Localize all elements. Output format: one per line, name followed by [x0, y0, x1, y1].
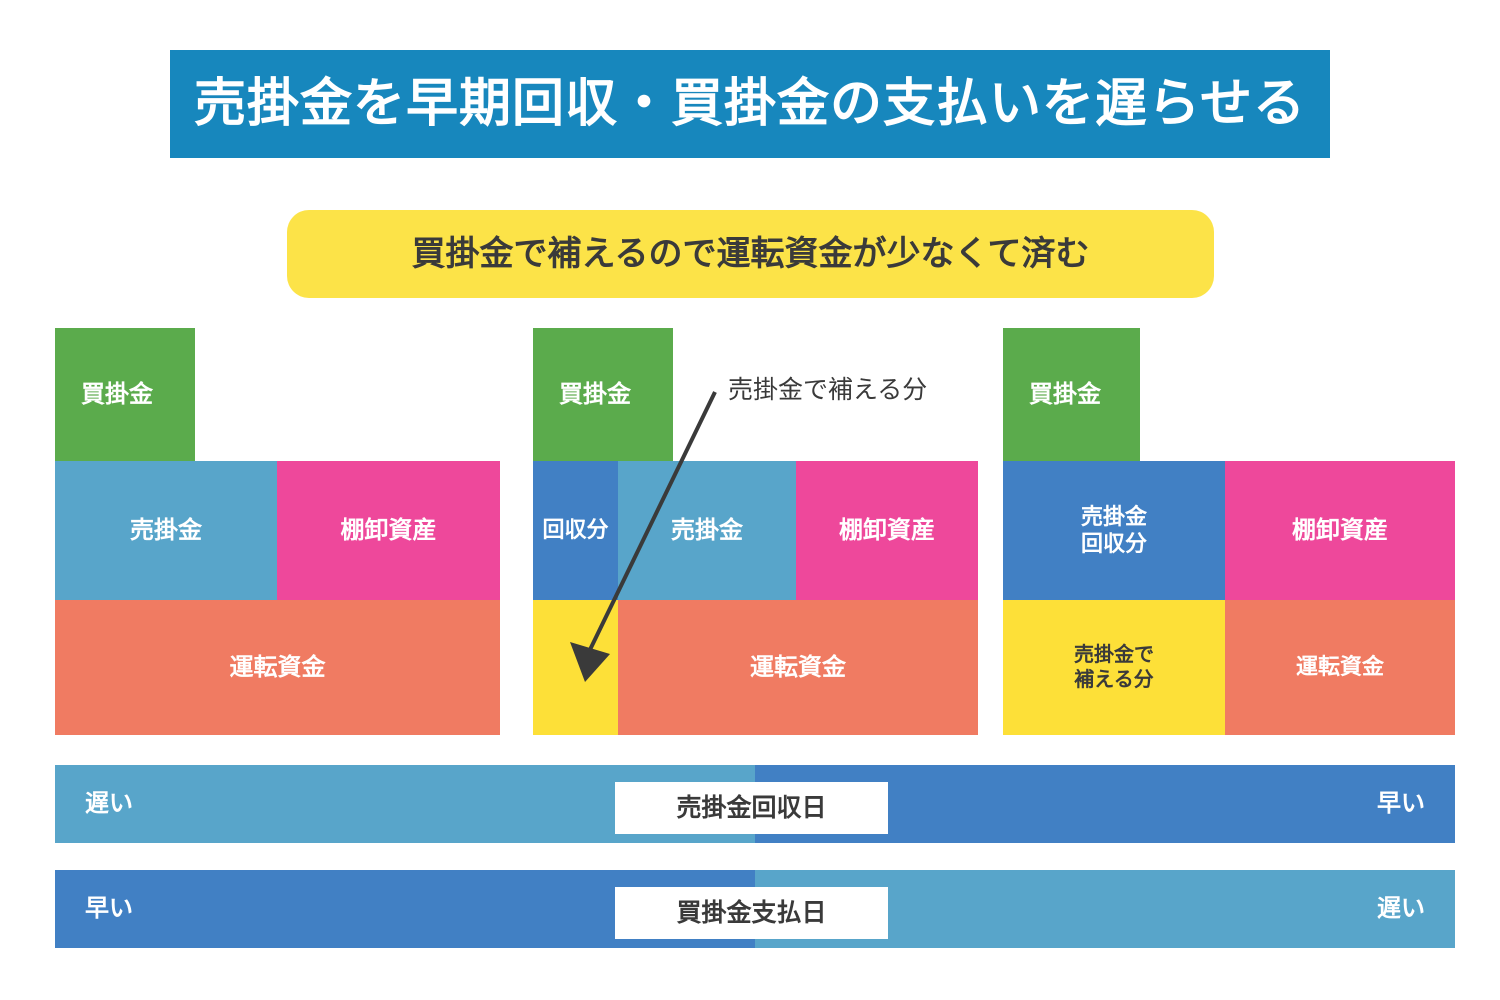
timeline-bar-payable-left-label: 早い — [85, 895, 133, 922]
col1-block-accounts-payable: 買掛金 — [55, 328, 195, 461]
col1-block-accounts-receivable: 売掛金 — [55, 461, 277, 600]
col3-label-accounts-payable: 買掛金 — [1029, 380, 1101, 408]
subtitle-banner: 買掛金で補えるので運転資金が少なくて済む — [287, 210, 1214, 298]
page-title: 売掛金を早期回収・買掛金の支払いを遅らせる — [194, 75, 1306, 133]
col1-block-working-capital: 運転資金 — [55, 600, 500, 735]
col3-block-covered-by-receivable: 売掛金で補える分 — [1003, 600, 1225, 735]
col2-label-accounts-receivable: 売掛金 — [671, 516, 743, 544]
col2-label-inventory: 棚卸資産 — [839, 516, 935, 544]
col1-label-accounts-payable: 買掛金 — [81, 380, 153, 408]
title-banner: 売掛金を早期回収・買掛金の支払いを遅らせる — [170, 50, 1330, 158]
timeline-chip-receivable-date: 売掛金回収日 — [615, 782, 888, 834]
col3-label-inventory: 棚卸資産 — [1292, 516, 1388, 544]
col3-label-receivable-collected: 売掛金回収分 — [1080, 503, 1147, 556]
col1-label-working-capital: 運転資金 — [229, 653, 326, 681]
timeline-bar-receivable-right-label: 早い — [1377, 790, 1425, 817]
col2-block-working-capital: 運転資金 — [618, 600, 978, 735]
timeline-chip-payable-date-label: 買掛金支払日 — [676, 898, 827, 927]
col2-block-accounts-payable: 買掛金 — [533, 328, 673, 461]
annotation-label: 売掛金で補える分 — [728, 376, 928, 404]
col1-label-accounts-receivable: 売掛金 — [130, 516, 202, 544]
col2-label-working-capital: 運転資金 — [750, 653, 846, 681]
timeline-bar-receivable-left-label: 遅い — [85, 790, 133, 817]
col3-label-covered-by-receivable: 売掛金で補える分 — [1074, 644, 1154, 691]
col2-label-collected-portion: 回収分 — [542, 517, 609, 543]
col1-block-inventory: 棚卸資産 — [277, 461, 500, 600]
col3-label-working-capital: 運転資金 — [1295, 654, 1384, 680]
annotation-arrow-icon — [570, 391, 717, 682]
col2-block-collected-portion: 回収分 — [533, 461, 618, 600]
subtitle-text: 買掛金で補えるので運転資金が少なくて済む — [411, 235, 1090, 273]
timeline-chip-payable-date: 買掛金支払日 — [615, 887, 888, 939]
col2-label-accounts-payable: 買掛金 — [559, 380, 631, 408]
col3-block-accounts-payable: 買掛金 — [1003, 328, 1140, 461]
timeline-bar-payable-right-label: 遅い — [1377, 895, 1425, 922]
col3-block-working-capital: 運転資金 — [1225, 600, 1455, 735]
col3-block-receivable-collected: 売掛金回収分 — [1003, 461, 1225, 600]
col3-block-inventory: 棚卸資産 — [1225, 461, 1455, 600]
timeline-chip-receivable-date-label: 売掛金回収日 — [676, 793, 827, 822]
col1-label-inventory: 棚卸資産 — [340, 516, 437, 544]
col2-block-inventory: 棚卸資産 — [796, 461, 978, 600]
